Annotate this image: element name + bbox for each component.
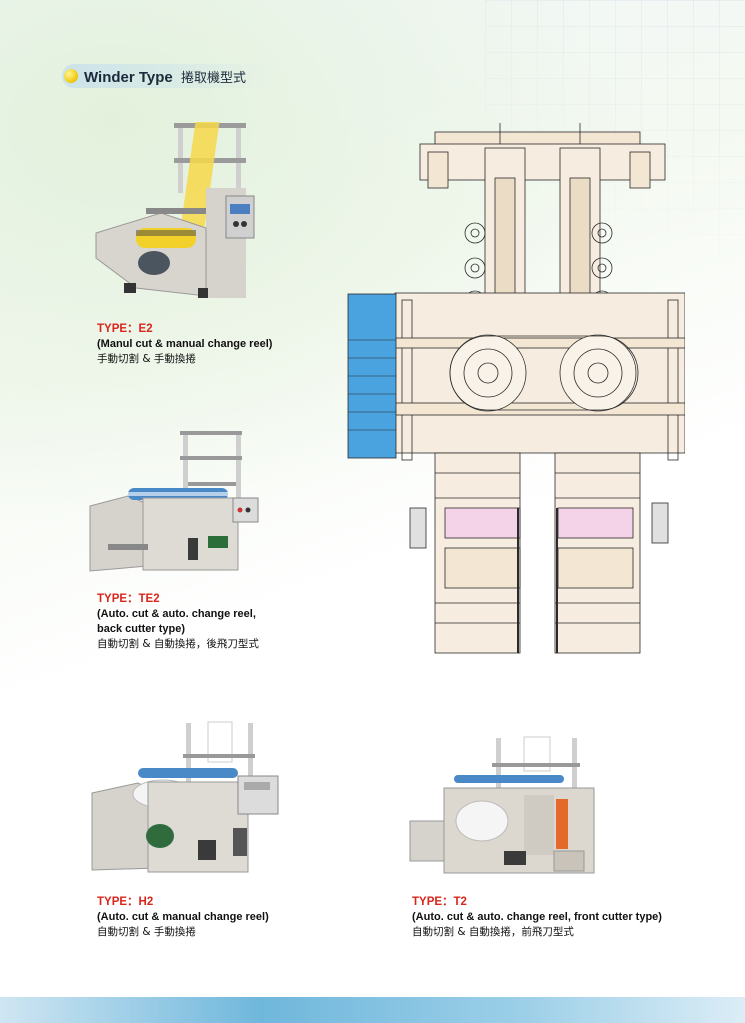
- product-desc-en-e2: (Manul cut & manual change reel): [97, 338, 273, 350]
- product-type-t2: TYPE：T2: [412, 896, 467, 908]
- machine-photo-te2: [89, 431, 259, 572]
- header-title: Winder Type 捲取機型式: [84, 67, 246, 86]
- product-caption-t2: TYPE：T2 (Auto. cut & auto. change reel, …: [412, 895, 662, 940]
- section-header: Winder Type 捲取機型式: [62, 64, 272, 88]
- product-caption-h2: TYPE：H2 (Auto. cut & manual change reel)…: [97, 895, 269, 940]
- product-desc-zh-t2: 自動切割 & 自動換捲，前飛刀型式: [412, 926, 574, 938]
- product-desc-zh-e2: 手動切割 & 手動換捲: [97, 353, 196, 365]
- bullet-icon: [64, 69, 78, 83]
- footer-band: [0, 997, 745, 1023]
- header-title-en: Winder Type: [84, 68, 173, 86]
- product-caption-te2: TYPE：TE2 (Auto. cut & auto. change reel,…: [97, 592, 259, 652]
- product-type-h2: TYPE：H2: [97, 896, 154, 908]
- machine-photo-h2: [91, 721, 279, 873]
- header-title-zh: 捲取機型式: [180, 70, 246, 86]
- product-desc-en-te2-line2: back cutter type): [97, 623, 186, 635]
- product-desc-en-h2: (Auto. cut & manual change reel): [97, 911, 269, 923]
- product-caption-e2: TYPE：E2 (Manul cut & manual change reel)…: [97, 322, 272, 367]
- product-type-e2: TYPE：E2: [97, 323, 153, 335]
- product-desc-zh-h2: 自動切割 & 手動換捲: [97, 926, 196, 938]
- technical-drawing: [347, 123, 685, 654]
- product-desc-zh-te2: 自動切割 & 自動換捲，後飛刀型式: [97, 638, 259, 650]
- machine-photo-t2: [409, 736, 595, 874]
- product-type-te2: TYPE：TE2: [97, 593, 160, 605]
- machine-photo-e2: [95, 122, 255, 298]
- product-desc-en-te2-line1: (Auto. cut & auto. change reel,: [97, 608, 256, 620]
- product-desc-en-t2: (Auto. cut & auto. change reel, front cu…: [412, 911, 662, 923]
